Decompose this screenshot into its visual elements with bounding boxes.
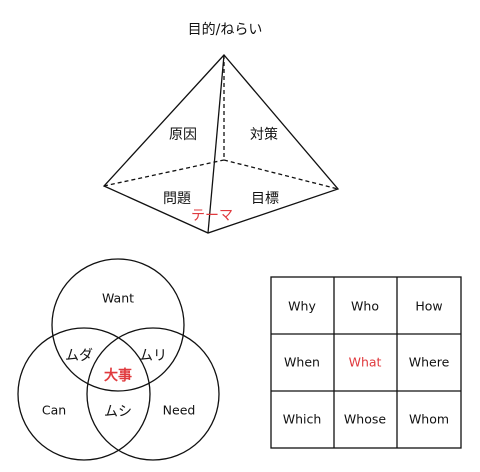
grid-cell-why: Why: [288, 298, 316, 314]
pyramid-hidden-base-left: [103, 159, 225, 187]
venn-label-right: Need: [162, 402, 196, 418]
venn-circle-right: [86, 327, 220, 461]
grid-cell-which: Which: [282, 411, 322, 427]
pyramid-face-lower-left: 問題: [163, 191, 191, 207]
venn-diagram: [17, 258, 220, 461]
question-grid: [270, 276, 462, 449]
venn-overlap-center: 大事: [104, 368, 132, 384]
venn-circle-left: [17, 327, 151, 461]
venn-circle-top: [51, 258, 185, 392]
pyramid-front-edge: [207, 54, 225, 234]
grid-outline: [270, 276, 462, 449]
venn-overlap-bottom: ムシ: [104, 404, 132, 420]
grid-cell-how: How: [415, 298, 443, 314]
grid-cell-when: When: [284, 354, 320, 370]
grid-cell-whom: Whom: [408, 411, 450, 427]
venn-label-left: Can: [41, 402, 67, 418]
pyramid-face-lower-right: 目標: [251, 191, 279, 207]
pyramid-hidden-base-right: [223, 159, 339, 190]
pyramid-face-upper-left: 原因: [169, 127, 197, 143]
grid-cell-whose: Whose: [343, 411, 387, 427]
pyramid-base-label: テーマ: [191, 208, 233, 224]
venn-label-top: Want: [101, 290, 135, 306]
venn-overlap-top-right: ムリ: [139, 348, 167, 364]
grid-cell-where: Where: [408, 354, 450, 370]
grid-cell-what: What: [348, 354, 382, 370]
pyramid: [102, 54, 340, 234]
grid-cell-who: Who: [351, 298, 379, 314]
pyramid-title: 目的/ねらい: [187, 22, 263, 38]
pyramid-face-upper-right: 対策: [250, 127, 278, 143]
venn-overlap-top-left: ムダ: [65, 348, 93, 364]
